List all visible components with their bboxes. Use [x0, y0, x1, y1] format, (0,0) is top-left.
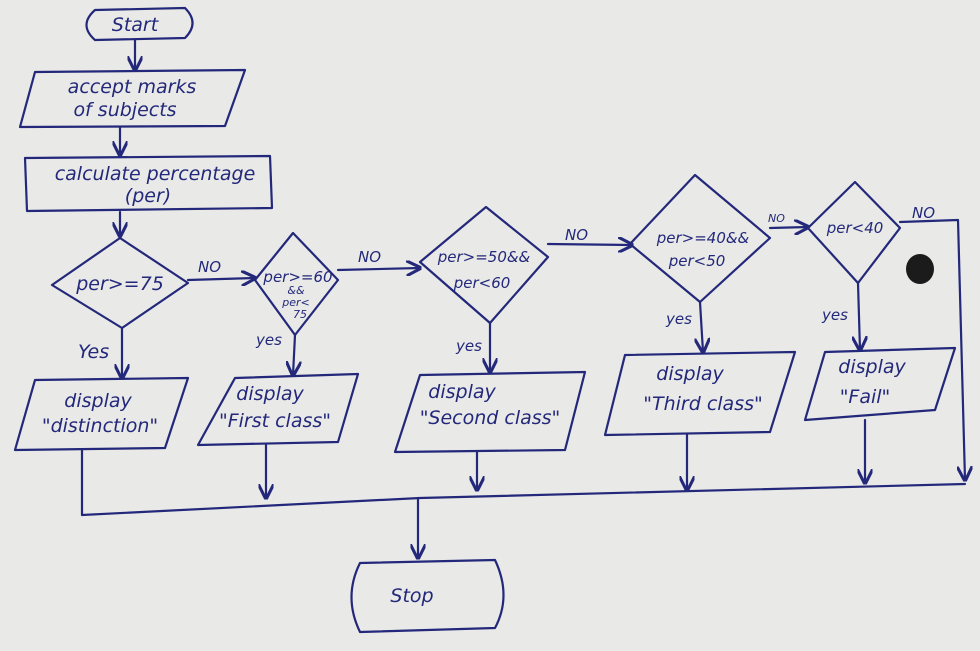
no-label-3: NO: [565, 226, 588, 244]
arrow-decision-1-no: [186, 278, 255, 280]
start-terminator: Start: [85, 6, 194, 42]
input-parallelogram: accept marks of subjects: [18, 68, 247, 129]
arrow-decision-5-yes: [858, 281, 860, 350]
output-2-line-2: "First class": [219, 410, 331, 432]
output-5-parallelogram: display "Fail": [803, 346, 957, 422]
decision-2-line-4: 75: [293, 308, 307, 321]
decision-5-text: per<40: [826, 219, 884, 237]
decision-5-diamond: per<40: [806, 180, 902, 285]
arrow-decision-5-no: [898, 218, 965, 480]
output-2-parallelogram: display "First class": [196, 372, 360, 447]
yes-label-1: Yes: [78, 341, 109, 363]
input-line-2: of subjects: [73, 99, 176, 121]
output-1-line-1: display: [64, 390, 132, 412]
decision-3-line-1: per>=50&&: [437, 248, 531, 266]
process-box: calculate percentage (per): [23, 154, 274, 213]
decision-4-line-1: per>=40&&: [656, 229, 750, 247]
stop-label: Stop: [390, 585, 433, 607]
output-3-line-1: display: [428, 381, 496, 403]
process-line-2: (per): [125, 185, 171, 207]
arrow-decision-2-no: [336, 268, 420, 270]
no-label-4: NO: [768, 212, 785, 225]
yes-label-4: yes: [665, 310, 692, 328]
output-4-line-2: "Third class": [643, 393, 762, 415]
output-4-line-1: display: [656, 363, 724, 385]
merge-line: [80, 482, 967, 517]
start-label: Start: [112, 14, 160, 36]
decision-1-diamond: per>=75: [50, 236, 190, 330]
output-5-line-1: display: [838, 356, 906, 378]
output-3-line-2: "Second class": [420, 407, 561, 429]
decision-2-line-2: &&: [287, 284, 305, 297]
arrow-decision-4-no: [768, 227, 808, 228]
decision-3-diamond: per>=50&& per<60: [418, 205, 550, 325]
output-4-parallelogram: display "Third class": [603, 350, 797, 437]
decision-4-diamond: per>=40&& per<50: [628, 173, 772, 304]
decision-3-line-2: per<60: [453, 274, 511, 292]
yes-label-3: yes: [455, 337, 482, 355]
yes-label-2: yes: [255, 331, 282, 349]
stop-terminator: Stop: [350, 558, 505, 634]
output-1-parallelogram: display "distinction": [13, 376, 190, 452]
arrow-decision-4-yes: [700, 300, 703, 352]
decision-1-text: per>=75: [75, 273, 164, 295]
no-label-5: NO: [912, 204, 935, 222]
arrow-decision-3-no: [546, 244, 632, 245]
process-line-1: calculate percentage: [55, 163, 256, 185]
decision-2-line-3: per<: [281, 296, 310, 309]
output-1-line-2: "distinction": [42, 415, 158, 437]
arrow-decision-2-yes: [293, 333, 295, 375]
output-3-parallelogram: display "Second class": [393, 370, 587, 454]
decision-2-line-1: per>=60: [262, 268, 332, 286]
decision-2-diamond: per>=60 && per< 75: [253, 231, 340, 337]
no-label-1: NO: [198, 258, 221, 276]
yes-label-5: yes: [821, 306, 848, 324]
no-label-2: NO: [358, 248, 381, 266]
input-line-1: accept marks: [68, 76, 197, 98]
output-5-line-2: "Fail": [840, 386, 891, 408]
decision-4-line-2: per<50: [668, 252, 726, 270]
output-2-line-1: display: [236, 383, 304, 405]
punch-hole: [906, 254, 934, 284]
